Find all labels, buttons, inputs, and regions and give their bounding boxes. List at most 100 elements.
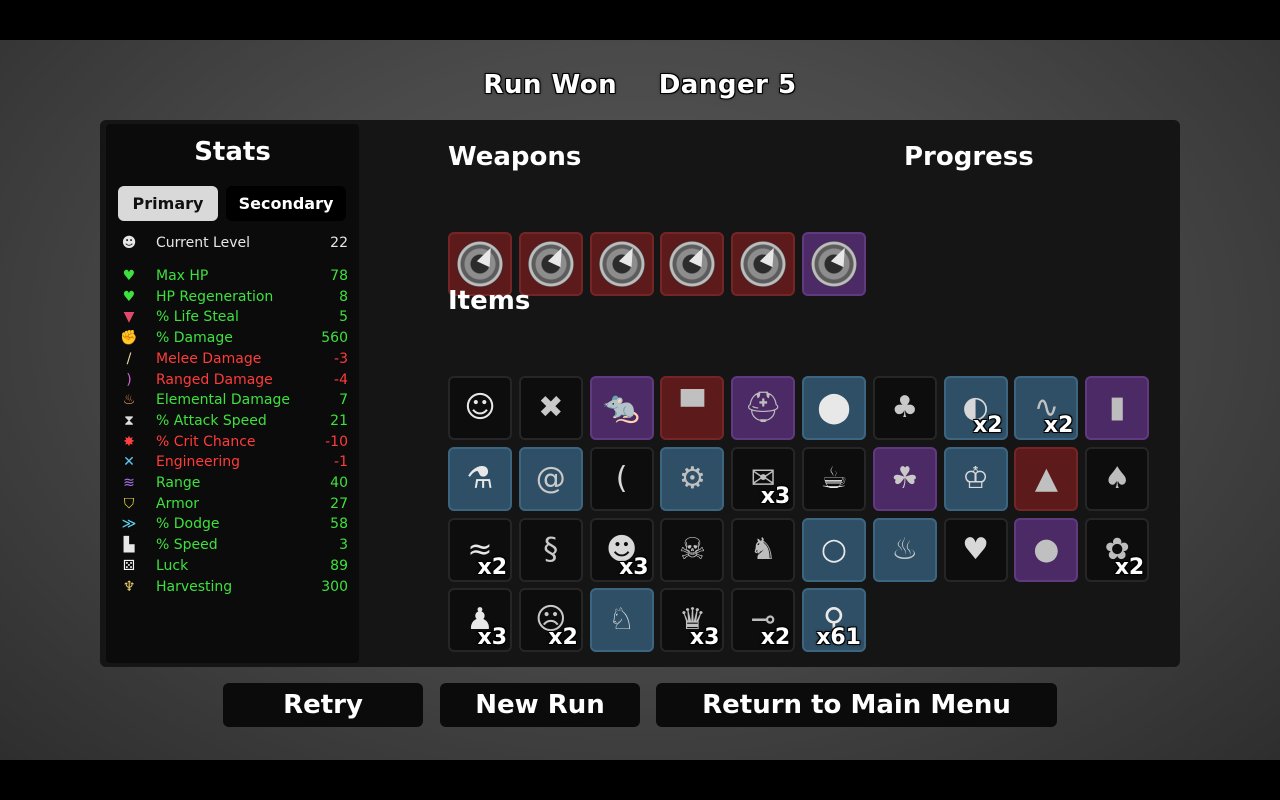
item-slot[interactable]: ▮ — [1085, 376, 1150, 440]
item-slot[interactable]: ♞ — [731, 517, 796, 582]
weapon-slot[interactable] — [589, 232, 654, 296]
item-slot[interactable]: ♠ — [1085, 446, 1150, 511]
muscle-icon: ✊ — [120, 330, 138, 347]
stat-value: 89 — [330, 557, 348, 574]
item-slot[interactable]: ( — [589, 446, 654, 511]
item-slot[interactable]: ✖ — [518, 376, 583, 440]
item-slot[interactable]: ◐x2 — [943, 376, 1008, 440]
item-slot[interactable]: ♘ — [589, 588, 654, 653]
stat-value: -10 — [325, 433, 348, 450]
item-slot[interactable]: ● — [1014, 517, 1079, 582]
item-slot[interactable]: ⚗ — [448, 446, 512, 511]
item-slot[interactable]: ⚙ — [660, 446, 725, 511]
item-slot[interactable]: ⊸x2 — [731, 588, 796, 653]
bandaged-head-icon: ☹ — [535, 602, 567, 638]
stat-row-current-level: ☻ Current Level 22 — [120, 233, 348, 253]
weapon-slot[interactable] — [802, 232, 866, 296]
item-slot[interactable]: ▀ — [660, 376, 725, 440]
item-slot[interactable]: ⛑ — [731, 376, 796, 440]
stat-label: Max HP — [156, 268, 209, 284]
stat-value: 3 — [339, 537, 348, 554]
poop-icon: ♥ — [962, 531, 990, 567]
item-slot[interactable]: @ — [518, 446, 583, 511]
item-slot[interactable]: ♣ — [872, 376, 937, 440]
anvil-icon: ▀ — [680, 390, 704, 425]
stat-value: 560 — [321, 330, 348, 347]
item-slot[interactable]: ∿x2 — [1014, 376, 1079, 440]
claw-icon: ( — [615, 460, 628, 496]
flame-icon: ♨ — [122, 392, 136, 409]
tree-icon: ♣ — [891, 390, 919, 425]
monkey-icon: ☻ — [605, 531, 638, 567]
items-title: Items — [448, 286, 531, 316]
item-quantity: x61 — [816, 625, 861, 651]
weapon-slot[interactable] — [660, 232, 725, 296]
range-waves-icon: ≋ — [123, 475, 135, 491]
weapon-slot[interactable] — [731, 232, 796, 296]
weapon-slot[interactable] — [518, 232, 583, 296]
item-slot[interactable]: ☠ — [660, 517, 725, 582]
item-slot[interactable]: § — [518, 517, 583, 582]
item-quantity: x2 — [760, 625, 791, 651]
stat-value: 21 — [330, 412, 348, 429]
mushroom-icon: ♟ — [466, 602, 494, 638]
spiked-shield-icon — [811, 241, 857, 287]
spiked-shield-icon — [598, 241, 645, 287]
item-slot[interactable]: ♟x3 — [448, 588, 512, 653]
stats-title: Stats — [194, 137, 271, 167]
new-run-button[interactable]: New Run — [440, 683, 640, 727]
stat-value: 7 — [339, 392, 348, 409]
stat-label: Ranged Damage — [156, 371, 273, 388]
main-menu-button[interactable]: Return to Main Menu — [656, 683, 1057, 727]
item-quantity: x3 — [477, 625, 508, 651]
pink-blob-icon: ● — [1033, 531, 1060, 567]
item-slot[interactable]: ♛x3 — [660, 588, 725, 653]
stat-label: Harvesting — [156, 578, 233, 595]
item-slot[interactable]: ✉x3 — [731, 446, 796, 511]
stat-label: % Attack Speed — [156, 412, 267, 429]
stat-value: 8 — [339, 288, 348, 305]
cloak-icon: ♞ — [749, 531, 777, 567]
sack-icon: ♠ — [1103, 460, 1131, 496]
item-slot[interactable]: ☺ — [448, 376, 512, 440]
retry-button[interactable]: Retry — [223, 683, 423, 727]
item-slot[interactable]: ☘ — [872, 446, 937, 511]
item-slot[interactable]: ☻x3 — [589, 517, 654, 582]
item-slot[interactable]: ☕ — [802, 446, 866, 511]
item-slot[interactable]: 🐀 — [589, 376, 654, 440]
item-slot[interactable]: ♨ — [872, 517, 937, 582]
stat-value: -1 — [334, 454, 348, 471]
item-slot[interactable]: ○ — [802, 517, 866, 582]
stat-row: ⧗ % Attack Speed 21 — [120, 411, 348, 431]
item-slot[interactable]: ☹x2 — [518, 588, 583, 653]
spiked-shield-icon — [457, 241, 503, 287]
tab-primary[interactable]: Primary — [118, 186, 218, 221]
rubber-duck-icon: ♛ — [678, 602, 706, 638]
dead-creature-icon: ✖ — [538, 390, 564, 425]
stat-label: Elemental Damage — [156, 392, 290, 409]
level-icon: ☻ — [121, 235, 137, 251]
bullet-icon: ⬤ — [817, 390, 851, 425]
weapon-slot[interactable] — [448, 232, 512, 296]
item-slot[interactable]: ▲ — [1014, 446, 1079, 511]
stat-value: 300 — [321, 578, 348, 595]
item-slot[interactable]: ✿x2 — [1085, 517, 1150, 582]
item-slot[interactable]: ♥ — [943, 517, 1008, 582]
item-slot[interactable]: ⚲x61 — [802, 588, 866, 653]
hourglass-icon: ⧗ — [124, 412, 134, 429]
wrench-icon: ✕ — [123, 454, 135, 471]
item-slot[interactable]: ≈x2 — [448, 517, 512, 582]
tab-secondary[interactable]: Secondary — [226, 186, 346, 221]
item-slot[interactable]: ♔ — [943, 446, 1008, 511]
item-slot[interactable]: ⬤ — [802, 376, 866, 440]
dice-icon: ⚄ — [122, 557, 136, 574]
item-quantity: x2 — [477, 554, 508, 580]
snail-icon: @ — [535, 460, 566, 496]
letterbox-bottom — [0, 760, 1280, 800]
stat-value: 58 — [330, 516, 348, 533]
rabbit-icon: ♘ — [608, 602, 636, 638]
stat-value: 5 — [339, 309, 348, 326]
stat-value: 78 — [330, 268, 348, 284]
